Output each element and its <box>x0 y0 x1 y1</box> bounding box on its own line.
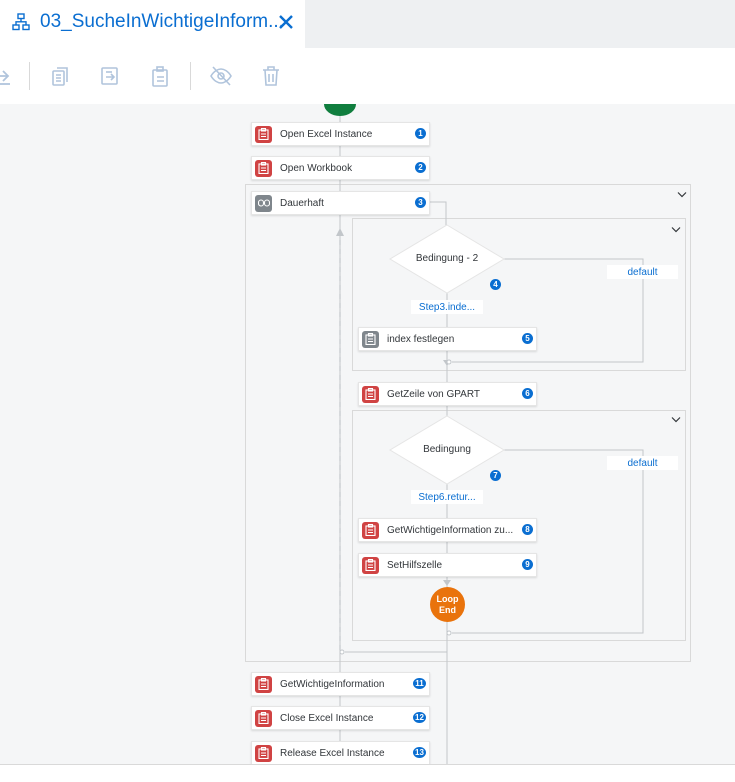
clipboard-icon <box>255 709 272 727</box>
loop-node[interactable]: Dauerhaft 3 <box>251 191 430 215</box>
activity-node[interactable]: Close Excel Instance 12 <box>251 706 430 730</box>
clipboard-icon <box>362 385 379 403</box>
activity-node[interactable]: GetWichtigeInformation 11 <box>251 672 430 696</box>
step-badge: 7 <box>490 470 501 481</box>
loop-end-label: End <box>439 604 456 615</box>
step-badge: 5 <box>522 333 533 344</box>
tab-title: 03_SucheInWichtigeInform... <box>40 11 284 32</box>
activity-label: GetZeile von GPART <box>387 388 480 400</box>
activity-label: index festlegen <box>387 333 455 345</box>
activity-node[interactable]: Open Workbook 2 <box>251 156 430 180</box>
chevron-down-icon[interactable] <box>677 186 687 198</box>
step-badge: 6 <box>522 388 533 399</box>
toolbar <box>0 48 735 104</box>
activity-label: Close Excel Instance <box>280 712 374 724</box>
step-badge: 1 <box>415 128 426 139</box>
step-badge: 4 <box>490 279 501 290</box>
close-icon[interactable] <box>276 12 296 37</box>
chevron-down-icon[interactable] <box>671 411 681 423</box>
condition-label: Bedingung <box>423 444 471 455</box>
hide-icon[interactable] <box>209 64 233 88</box>
toolbar-separator <box>190 62 191 90</box>
condition-diamond <box>389 224 505 294</box>
activity-label: SetHilfszelle <box>387 559 443 571</box>
activity-label: Release Excel Instance <box>280 747 385 759</box>
copy-icon[interactable] <box>48 64 72 88</box>
toolbar-separator <box>29 62 30 90</box>
step-badge: 13 <box>413 747 426 758</box>
activity-label: Dauerhaft <box>280 197 324 209</box>
tab-bar: 03_SucheInWichtigeInform... <box>0 0 735 48</box>
condition-label: Bedingung - 2 <box>415 253 479 264</box>
step-badge: 2 <box>415 162 426 173</box>
clipboard-icon <box>362 330 379 348</box>
hierarchy-icon <box>12 13 30 36</box>
export-icon[interactable] <box>0 64 14 88</box>
start-node <box>324 104 356 116</box>
clipboard-icon <box>255 675 272 693</box>
step-badge: 9 <box>522 559 533 570</box>
paste-icon[interactable] <box>148 64 172 88</box>
tab-active[interactable]: 03_SucheInWichtigeInform... <box>0 0 305 48</box>
default-branch-label[interactable]: default <box>607 456 678 470</box>
activity-label: Open Workbook <box>280 162 353 174</box>
loop-end-label: Loop <box>436 593 459 604</box>
clipboard-icon <box>362 521 379 539</box>
condition-diamond <box>389 415 505 485</box>
clipboard-icon <box>362 556 379 574</box>
activity-node[interactable]: index festlegen 5 <box>358 327 537 351</box>
step-badge: 3 <box>415 197 426 208</box>
step-badge: 11 <box>413 678 426 689</box>
chevron-down-icon[interactable] <box>671 221 681 233</box>
activity-node[interactable]: Release Excel Instance 13 <box>251 741 430 765</box>
activity-node[interactable]: SetHilfszelle 9 <box>358 553 537 577</box>
activity-label: GetWichtigeInformation zu... <box>387 524 514 536</box>
branch-label[interactable]: Step3.inde... <box>411 300 483 314</box>
branch-label[interactable]: Step6.retur... <box>411 490 483 504</box>
clipboard-icon <box>255 125 272 143</box>
step-badge: 8 <box>522 524 533 535</box>
horizontal-scrollbar[interactable] <box>0 764 735 782</box>
loop-end-node[interactable]: Loop End <box>430 587 465 622</box>
step-badge: 12 <box>413 712 426 723</box>
activity-label: GetWichtigeInformation <box>280 678 385 690</box>
move-icon[interactable] <box>98 64 122 88</box>
activity-node[interactable]: GetWichtigeInformation zu... 8 <box>358 518 537 542</box>
activity-label: Open Excel Instance <box>280 128 373 140</box>
loop-icon <box>255 194 272 212</box>
activity-node[interactable]: Open Excel Instance 1 <box>251 122 430 146</box>
clipboard-icon <box>255 744 272 762</box>
delete-icon[interactable] <box>259 64 283 88</box>
activity-node[interactable]: GetZeile von GPART 6 <box>358 382 537 406</box>
clipboard-icon <box>255 159 272 177</box>
default-branch-label[interactable]: default <box>607 265 678 279</box>
